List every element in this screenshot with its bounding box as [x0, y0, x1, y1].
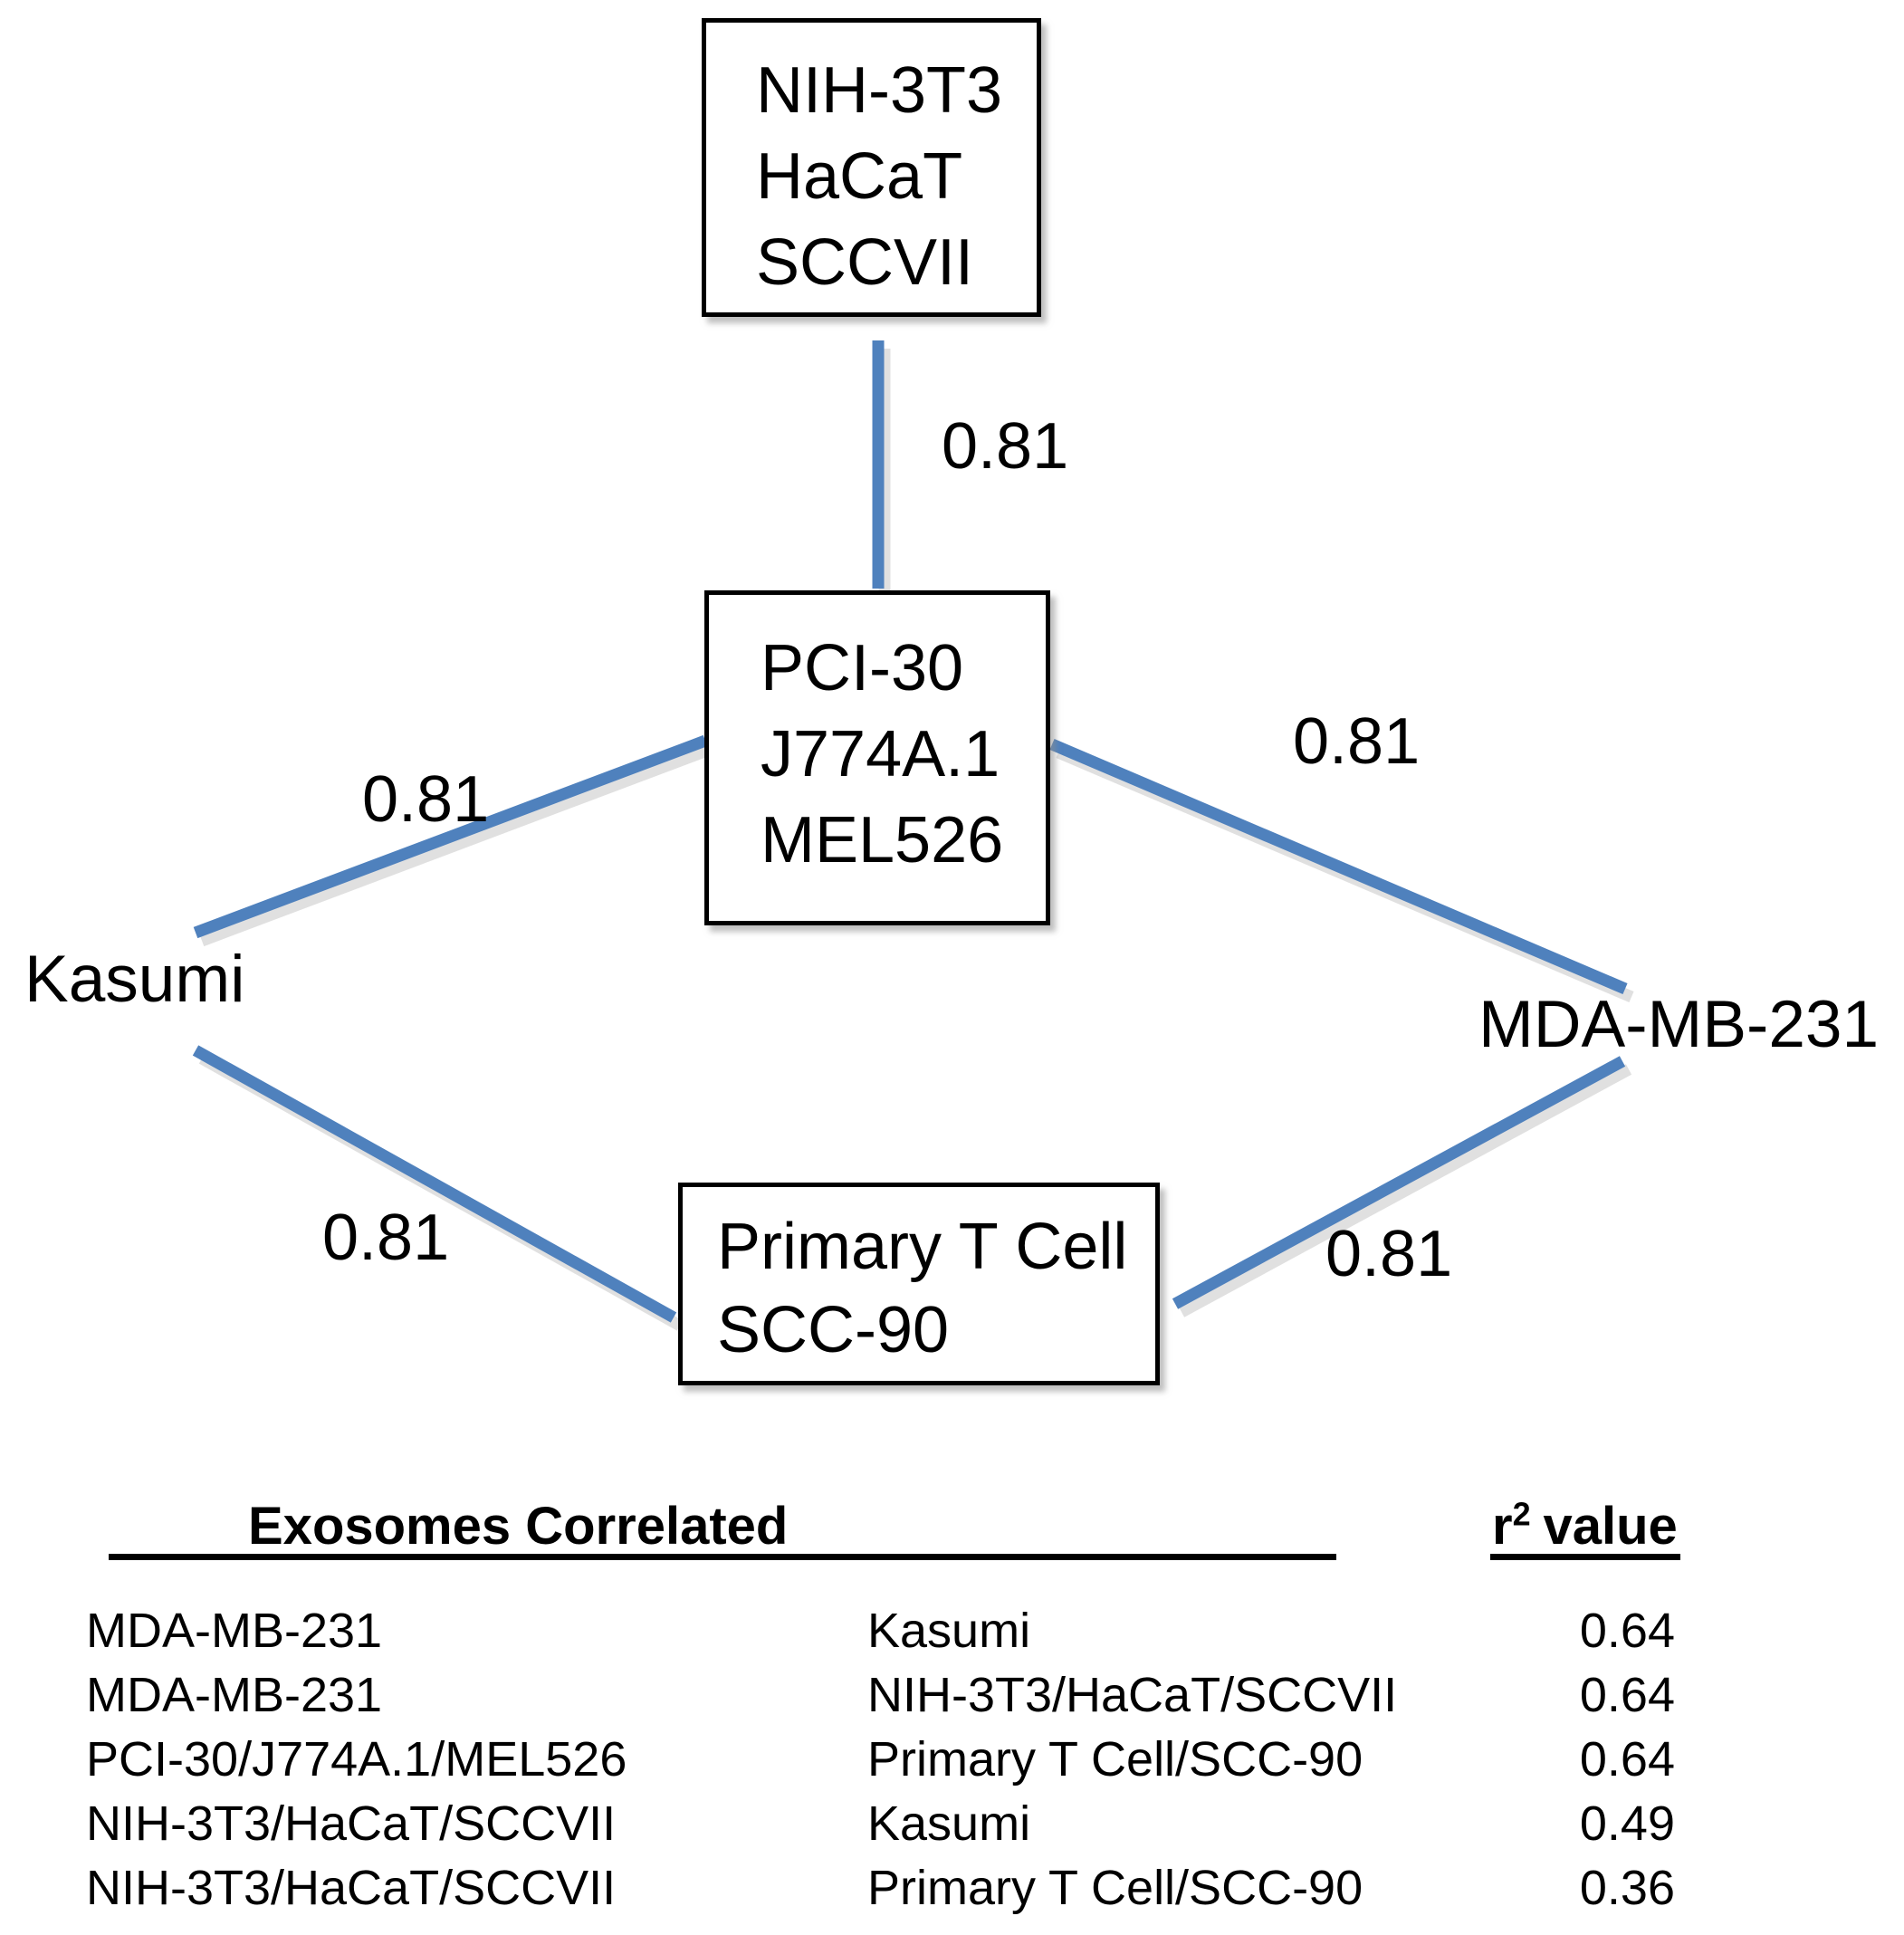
- table-header-exosomes-correlated: Exosomes Correlated: [248, 1497, 789, 1556]
- edge-upper-left: [193, 734, 708, 939]
- node-text-line: SCCVII: [756, 226, 974, 299]
- table-row: NIH-3T3/HaCaT/SCCVII Primary T Cell/SCC-…: [0, 1856, 1904, 1921]
- r2-suffix: value: [1543, 1497, 1678, 1556]
- exosome-a: MDA-MB-231: [86, 1668, 383, 1722]
- table-header-r2-value: r2 value: [1492, 1496, 1678, 1557]
- edge-label-lower-left: 0.81: [322, 1202, 450, 1274]
- r2-value: 0.64: [1579, 1604, 1675, 1658]
- correlation-table: MDA-MB-231 Kasumi 0.64 MDA-MB-231 NIH-3T…: [0, 1599, 1904, 1921]
- node-box-pci30-j774a1-mel526: PCI-30 J774A.1 MEL526: [704, 590, 1050, 925]
- exosome-a: NIH-3T3/HaCaT/SCCVII: [86, 1796, 617, 1851]
- table-rule-left: [109, 1554, 1336, 1560]
- node-text-line: NIH-3T3: [756, 54, 1003, 127]
- edge-lower-right: [1172, 1056, 1626, 1309]
- node-text-line: MEL526: [761, 804, 1004, 876]
- node-label-kasumi: Kasumi: [24, 943, 245, 1016]
- node-text-line: HaCaT: [756, 140, 963, 213]
- exosome-b: Primary T Cell/SCC-90: [867, 1732, 1363, 1787]
- table-row: MDA-MB-231 NIH-3T3/HaCaT/SCCVII 0.64: [0, 1663, 1904, 1728]
- exosome-b: Kasumi: [867, 1604, 1031, 1658]
- r2-value: 0.64: [1579, 1732, 1675, 1787]
- node-text-line: PCI-30: [761, 632, 964, 704]
- table-row: PCI-30/J774A.1/MEL526 Primary T Cell/SCC…: [0, 1728, 1904, 1792]
- node-box-primary-tcell-scc90: Primary T Cell SCC-90: [678, 1183, 1160, 1385]
- node-text-line: J774A.1: [761, 718, 1000, 790]
- exosome-b: Kasumi: [867, 1796, 1031, 1851]
- table-row: MDA-MB-231 Kasumi 0.64: [0, 1599, 1904, 1663]
- table-row: NIH-3T3/HaCaT/SCCVII Kasumi 0.49: [0, 1792, 1904, 1856]
- node-box-nih3t3-hacat-sccvii: NIH-3T3 HaCaT SCCVII: [702, 18, 1041, 317]
- r2-value: 0.36: [1579, 1861, 1675, 1915]
- exosome-a: NIH-3T3/HaCaT/SCCVII: [86, 1861, 617, 1915]
- edge-upper-right: [1049, 739, 1628, 994]
- exosome-b: Primary T Cell/SCC-90: [867, 1861, 1363, 1915]
- edge-label-lower-right: 0.81: [1325, 1218, 1453, 1290]
- edge-label-upper-right: 0.81: [1293, 705, 1421, 778]
- r2-value: 0.64: [1579, 1668, 1675, 1722]
- r2-superscript: 2: [1512, 1495, 1531, 1533]
- node-text-line: Primary T Cell: [717, 1211, 1128, 1283]
- r2-base: r: [1492, 1497, 1513, 1556]
- node-label-mda-mb-231: MDA-MB-231: [1478, 988, 1880, 1061]
- edge-label-upper-left: 0.81: [362, 763, 490, 836]
- edge-lower-left: [192, 1045, 677, 1323]
- table-rule-right: [1490, 1554, 1680, 1560]
- edge-label-top-vertical: 0.81: [942, 410, 1069, 483]
- exosome-b: NIH-3T3/HaCaT/SCCVII: [867, 1668, 1398, 1722]
- node-text-line: SCC-90: [717, 1294, 950, 1366]
- r2-value: 0.49: [1579, 1796, 1675, 1851]
- exosome-a: PCI-30/J774A.1/MEL526: [86, 1732, 627, 1787]
- exosome-a: MDA-MB-231: [86, 1604, 383, 1658]
